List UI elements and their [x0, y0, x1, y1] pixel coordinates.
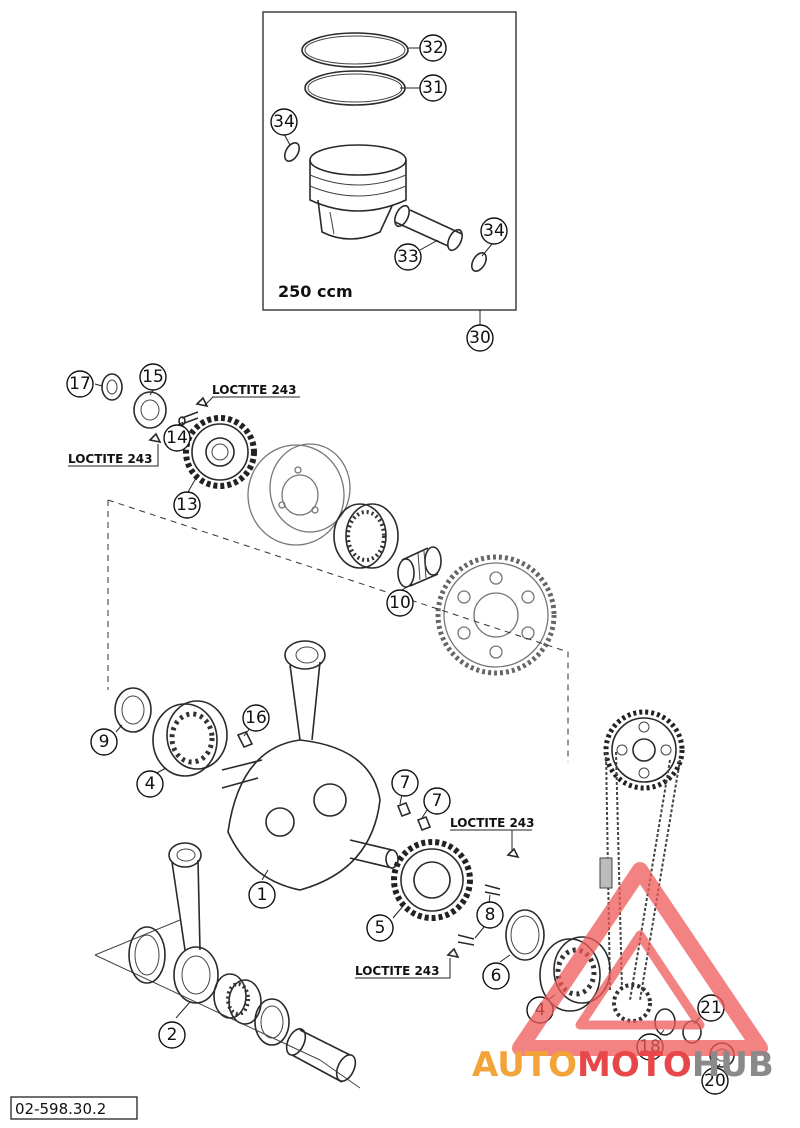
callout-31: 31 [419, 74, 447, 102]
piston-ring-top [301, 32, 409, 68]
svg-text:31: 31 [422, 78, 444, 98]
assembly-dashed-line [107, 499, 569, 762]
circlip-left [283, 142, 301, 162]
svg-text:7: 7 [400, 773, 411, 793]
callout-34-left: 34 [270, 108, 298, 136]
conrod-kit [94, 842, 361, 1089]
piston-pin [394, 204, 463, 252]
callout-1: 1 [248, 881, 276, 909]
callout-4-left: 4 [136, 770, 164, 798]
svg-text:5: 5 [375, 918, 386, 938]
svg-text:2: 2 [167, 1025, 178, 1045]
loctite-note-3: LOCTITE 243 [450, 816, 535, 830]
callout-7-upper: 7 [391, 769, 419, 797]
loctite-note-1: LOCTITE 243 [212, 383, 297, 397]
camshaft-sprocket [603, 709, 685, 791]
svg-text:6: 6 [491, 966, 502, 986]
needle-bearing-10 [397, 546, 442, 588]
loctite-note-2: LOCTITE 243 [68, 452, 153, 466]
drawing-code: 02-598.30.2 [15, 1100, 106, 1118]
crank-pin [285, 1028, 357, 1083]
watermark-text-auto: AUTO [472, 1045, 577, 1085]
callout-32: 32 [419, 34, 447, 62]
callout-17: 17 [66, 370, 94, 398]
connecting-rod [284, 640, 326, 741]
svg-text:8: 8 [485, 905, 496, 925]
svg-text:14: 14 [166, 428, 188, 448]
svg-text:4: 4 [145, 774, 156, 794]
callout-7-lower: 7 [423, 787, 451, 815]
flywheel [247, 443, 351, 546]
starter-gear [435, 554, 557, 676]
freewheel-cage [333, 503, 399, 569]
inset-displacement-label: 250 ccm [278, 282, 353, 301]
callout-10: 10 [386, 589, 414, 617]
callout-14: 14 [163, 424, 191, 452]
timing-assembly [539, 709, 735, 1068]
callout-9: 9 [90, 728, 118, 756]
svg-text:7: 7 [432, 791, 443, 811]
watermark-text-hub: HUB [692, 1045, 774, 1085]
conrod-needle-bearing [213, 973, 262, 1025]
callout-5: 5 [366, 914, 394, 942]
callout-20: 20 [701, 1067, 729, 1095]
drawing-code-box [10, 1096, 138, 1120]
callout-30: 30 [466, 324, 494, 352]
gear-13 [183, 415, 257, 489]
svg-text:30: 30 [469, 328, 491, 348]
svg-text:33: 33 [397, 247, 419, 267]
inset-frame [262, 11, 517, 311]
main-bearing-right [539, 936, 611, 1012]
callout-21: 21 [697, 994, 725, 1022]
svg-text:20: 20 [704, 1071, 726, 1091]
svg-text:10: 10 [389, 593, 411, 613]
svg-text:32: 32 [422, 38, 444, 58]
watermark-text-moto: MOTO [577, 1045, 692, 1085]
svg-text:9: 9 [99, 732, 110, 752]
crank-web [227, 739, 381, 891]
piston-inset: 250 ccm [262, 11, 517, 325]
callout-8: 8 [476, 901, 504, 929]
callout-16: 16 [242, 704, 270, 732]
watermark-text: AUTOMOTOHUB [472, 1045, 774, 1085]
loctite-note-4: LOCTITE 243 [355, 964, 440, 978]
piston [309, 144, 407, 240]
callout-34-right: 34 [480, 217, 508, 245]
svg-text:34: 34 [483, 221, 505, 241]
svg-text:16: 16 [245, 708, 267, 728]
crank-gear-5 [391, 839, 473, 921]
watermark-logo [512, 862, 768, 1056]
callout-13: 13 [173, 491, 201, 519]
svg-text:17: 17 [69, 374, 91, 394]
balancer-gear-cluster [101, 373, 557, 676]
callout-2: 2 [158, 1021, 186, 1049]
svg-text:15: 15 [142, 367, 164, 387]
svg-text:34: 34 [273, 112, 295, 132]
main-bearing-left [152, 700, 228, 777]
svg-text:1: 1 [257, 885, 268, 905]
watermark-triangle-icon [512, 862, 768, 1056]
callout-33: 33 [394, 243, 422, 271]
svg-text:21: 21 [700, 998, 722, 1018]
callout-6: 6 [482, 962, 510, 990]
crankshaft-assembly [114, 640, 545, 961]
svg-text:13: 13 [176, 495, 198, 515]
callout-15: 15 [139, 363, 167, 391]
